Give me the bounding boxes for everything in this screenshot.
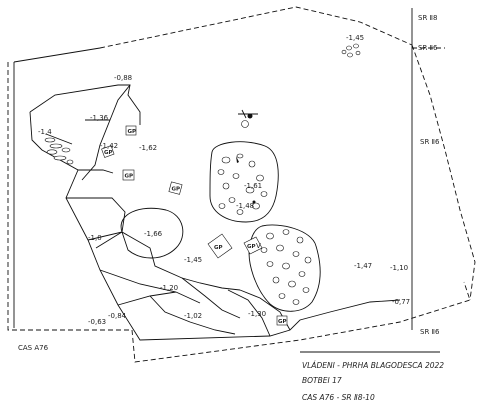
gp-marker-6: GP: [243, 236, 263, 255]
pit-feature-166: [120, 207, 184, 259]
level-label: -1,45: [184, 256, 202, 264]
depth-levels: -1,45 -0,88 -1,4 -1,36 -1,42 -1,62 -1,61…: [38, 34, 410, 326]
inner-trench: [29, 84, 401, 341]
stone-pit-upper: [209, 141, 279, 223]
sheet-label-sr-16-mid: SR Ⅱ6: [420, 138, 440, 146]
level-label: -1,61: [244, 182, 262, 190]
sheet-label-sr-6: SR Ⅱ6: [418, 44, 438, 52]
svg-text:GP: GP: [214, 245, 223, 251]
svg-text:GP: GP: [278, 319, 287, 325]
level-label: -1,48: [236, 202, 254, 210]
level-label: -0,77: [392, 298, 410, 306]
svg-text:GP: GP: [172, 187, 181, 193]
level-label: -1,62: [139, 144, 157, 152]
bone-cluster: [44, 133, 74, 165]
svg-text:GP: GP: [247, 244, 256, 250]
level-label: -1,10: [390, 264, 408, 272]
level-label: -1,66: [144, 230, 163, 238]
level-label: -1,42: [100, 142, 118, 150]
stone-scatter: [341, 43, 361, 58]
gp-marker-4: GP: [168, 181, 183, 195]
find-symbol: [238, 109, 258, 128]
roman-numeral-label: V: [256, 242, 261, 250]
gp-marker-1: GP: [125, 125, 137, 136]
level-label: -0,88: [114, 74, 132, 82]
level-label: -1,47: [354, 262, 372, 270]
sheet-label-sr-28: SR Ⅱ8: [418, 14, 437, 22]
caption-line-1: VLÁDENI - PHRHA BLAGODESCA 2022: [302, 361, 444, 370]
caption-block: VLÁDENI - PHRHA BLAGODESCA 2022 BOTBEI 1…: [300, 351, 444, 402]
level-label: -1,36: [90, 114, 109, 122]
svg-text:GP: GP: [104, 150, 113, 156]
gp-marker-3: GP: [122, 169, 135, 181]
level-label: -1,20: [160, 284, 178, 292]
level-label: -0,84: [108, 312, 127, 320]
sheet-label-sr-16-low: SR Ⅱ6: [420, 328, 440, 336]
trench-boundaries: [7, 6, 476, 363]
gp-marker-2: GP: [101, 145, 115, 158]
caption-line-2: BOTBEI 17: [302, 376, 342, 385]
sheet-label-cas-a76: CAS A76: [18, 344, 49, 352]
gp-marker-7: GP: [276, 315, 288, 326]
level-label: -1,02: [184, 312, 202, 320]
svg-text:GP: GP: [128, 129, 137, 135]
level-label: -1,45: [346, 34, 364, 42]
svg-text:GP: GP: [125, 174, 134, 180]
level-label: -1,0: [88, 234, 102, 242]
level-label: -1,30: [248, 310, 266, 318]
gp-marker-5: GP: [207, 233, 233, 259]
caption-line-3: CAS A76 - SR Ⅱ8-10: [302, 393, 375, 402]
level-label: -0,63: [88, 318, 106, 326]
level-label: -1,4: [38, 128, 52, 136]
